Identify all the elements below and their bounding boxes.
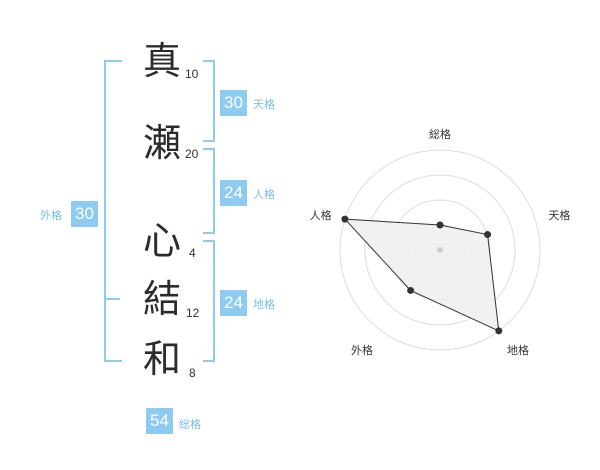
gaikaku-bracket-inner-tick (104, 298, 120, 300)
radar-axis-label-2: 天格 (548, 208, 570, 222)
tenkaku-value: 30 (220, 90, 247, 116)
name-char-3: 心 (143, 219, 182, 263)
gaikaku-label: 外格 (40, 209, 62, 222)
gaikaku-bracket (104, 60, 122, 362)
soukaku-label: 総格 (179, 418, 201, 431)
tenkaku-label: 天格 (253, 98, 275, 111)
name-char-1: 真 (143, 39, 182, 83)
radar-point-3 (495, 327, 503, 335)
radar-axis-label-3: 地格 (507, 343, 529, 357)
name-char-5: 和 (143, 337, 182, 381)
stroke-count-5: 8 (189, 366, 196, 380)
soukaku-value: 54 (146, 408, 173, 434)
radar-ring-4 (339, 149, 541, 351)
tenkaku-bracket (203, 60, 215, 142)
radar-point-5 (341, 215, 349, 223)
gaikaku-value: 30 (71, 201, 98, 227)
radar-axis-label-1: 総格 (429, 127, 451, 141)
stroke-count-3: 4 (189, 246, 196, 260)
jinkaku-bracket (203, 148, 215, 234)
radar-axis-label-5: 人格 (310, 208, 332, 222)
radar-point-1 (436, 221, 444, 229)
jinkaku-value: 24 (220, 180, 247, 206)
chikaku-label: 地格 (253, 298, 275, 311)
radar-point-4 (407, 286, 415, 294)
stroke-count-4: 12 (186, 306, 200, 320)
radar-axis-label-4: 外格 (351, 343, 373, 357)
chikaku-bracket (203, 240, 215, 362)
radar-point-2 (484, 231, 492, 239)
chikaku-value: 24 (220, 290, 247, 316)
stroke-count-2: 20 (185, 147, 199, 161)
jinkaku-label: 人格 (253, 188, 275, 201)
stroke-count-1: 10 (185, 67, 199, 81)
name-char-2: 瀬 (143, 121, 182, 165)
radar-area (343, 218, 500, 332)
radar-ring-3 (364, 174, 516, 326)
name-char-4: 結 (143, 277, 182, 321)
radar-center (437, 247, 443, 253)
